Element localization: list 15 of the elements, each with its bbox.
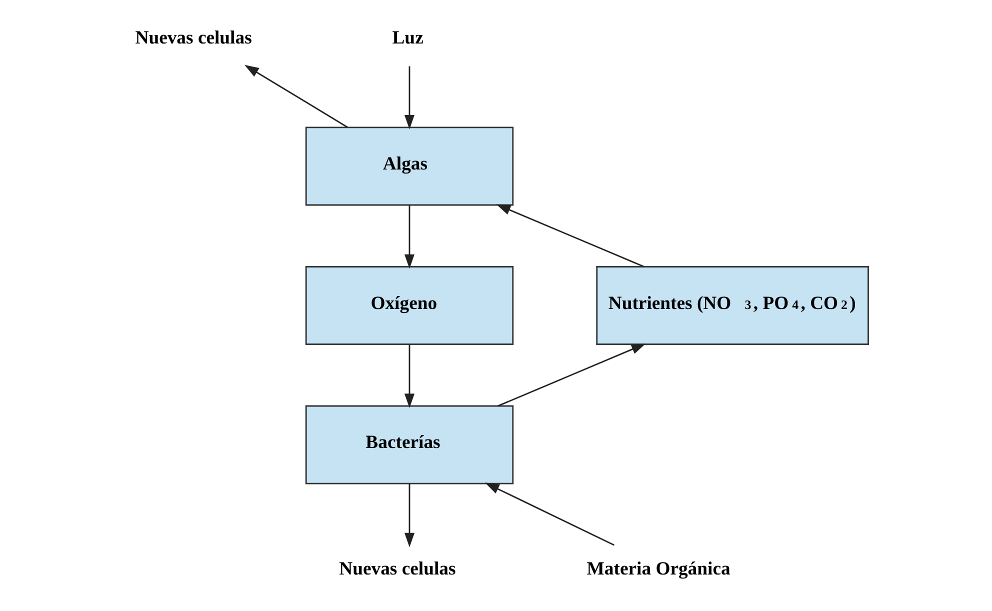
node-text: Luz [392, 27, 424, 48]
arrow [244, 64, 348, 128]
node-text: Nuevas celulas [135, 27, 252, 48]
arrow [404, 484, 415, 548]
arrow [496, 204, 644, 268]
node-text: Nuevas celulas [339, 558, 456, 580]
arrow [404, 205, 415, 269]
node-text: Materia Orgánica [586, 558, 730, 580]
arrow [404, 66, 415, 130]
arrow [498, 344, 646, 407]
arrow [404, 344, 415, 408]
node-box: Oxígeno [305, 266, 514, 345]
node-box: Algas [305, 126, 514, 206]
node-box: Bacterías [305, 405, 514, 484]
arrow [484, 482, 614, 546]
